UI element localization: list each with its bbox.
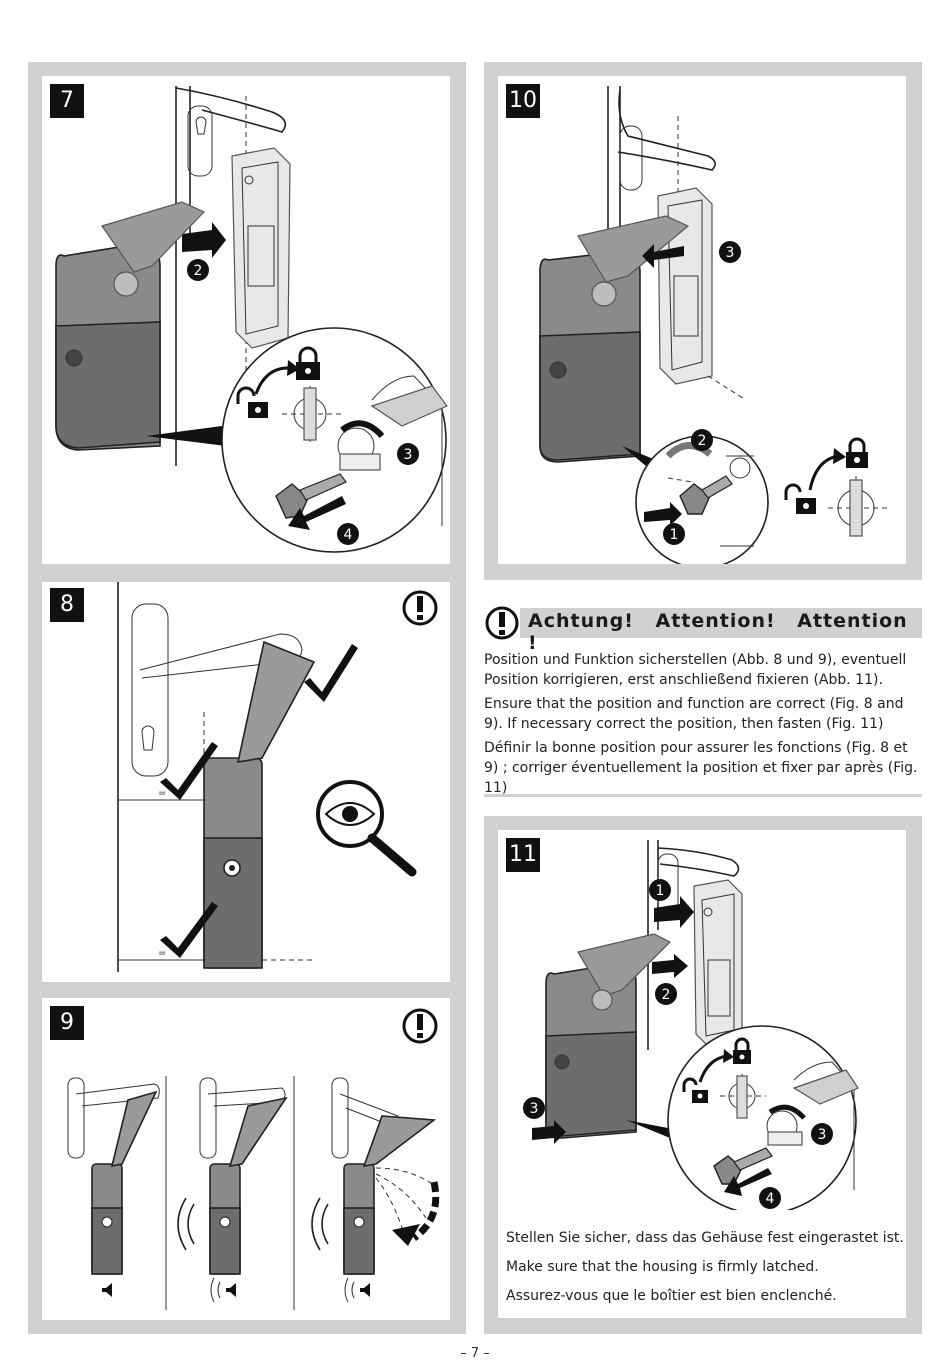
fig8-equal-mark-bottom: = <box>158 948 166 959</box>
svg-text:3: 3 <box>404 447 413 463</box>
fig9-speaker-icon <box>102 1283 112 1297</box>
caption-fr: Assurez-vous que le boîtier est bien enc… <box>506 1288 837 1304</box>
svg-text:3: 3 <box>530 1101 539 1117</box>
fig11-padlock-open-icon <box>682 1077 708 1103</box>
figure-10-number: 10 <box>506 84 540 118</box>
fig8-magnifier-eye-icon <box>316 780 417 877</box>
fig9-sound-wave-icon <box>177 1197 195 1251</box>
fig11-step-badge-3-right: 3 <box>811 1123 833 1145</box>
caption-de: Stellen Sie sicher, dass das Gehäuse fes… <box>506 1230 904 1246</box>
figure-10: 10 3 2 1 <box>498 76 906 564</box>
fig11-key-icon <box>713 1147 773 1185</box>
svg-text:2: 2 <box>194 263 203 279</box>
figure-7-number: 7 <box>50 84 84 118</box>
fig10-key-icon <box>679 475 733 515</box>
page-number: – 7 – <box>460 1346 490 1361</box>
svg-text:2: 2 <box>662 987 671 1003</box>
figure-7: 7 2 <box>42 76 450 564</box>
fig7-step-badge-2: 2 <box>187 259 209 281</box>
fig10-step-badge-3: 3 <box>719 241 741 263</box>
warning-paragraph-fr: Définir la bonne position pour assurer l… <box>484 740 918 796</box>
figure-8-illustration: = = <box>117 582 438 972</box>
fig10-step-badge-2: 2 <box>691 429 713 451</box>
fig11-step-badge-1: 1 <box>649 879 671 901</box>
warning-paragraph-en: Ensure that the position and function ar… <box>484 696 904 732</box>
fig10-padlock-locked-icon <box>846 437 868 468</box>
fig10-padlock-open-icon <box>784 483 816 514</box>
svg-text:1: 1 <box>656 883 665 899</box>
fig9-sound-wave-icon <box>311 1197 329 1251</box>
svg-text:4: 4 <box>344 527 353 543</box>
warning-icon <box>485 606 519 640</box>
fig9-warning-icon <box>402 1008 438 1044</box>
figure-9: 9 <box>42 998 450 1320</box>
caption-en: Make sure that the housing is firmly lat… <box>506 1259 819 1275</box>
warning-title: Achtung! Attention! Attention ! <box>528 610 908 654</box>
warning-heading: Achtung! Attention! Attention ! <box>484 606 922 654</box>
fig11-step-badge-4: 4 <box>759 1187 781 1209</box>
figure-7-illustration: 2 3 <box>55 86 448 553</box>
svg-text:1: 1 <box>670 527 679 543</box>
fig11-padlock-locked-icon <box>733 1037 751 1064</box>
section-divider <box>484 794 922 797</box>
fig8-warning-icon <box>402 590 438 626</box>
figure-8-number: 8 <box>50 588 84 622</box>
fig8-checkmark-icon <box>160 742 218 800</box>
figure-9-number: 9 <box>50 1006 84 1040</box>
svg-text:3: 3 <box>818 1127 827 1143</box>
figure-8: 8 = = <box>42 582 450 982</box>
figure-9-illustration <box>67 1008 440 1310</box>
warning-paragraph-de: Position und Funktion sicherstellen (Abb… <box>484 652 907 688</box>
warning-text: Position und Funktion sicherstellen (Abb… <box>484 650 924 802</box>
fig9-speaker-icon <box>360 1283 370 1297</box>
fig7-step-badge-4: 4 <box>337 523 359 545</box>
fig8-equal-mark-top: = <box>158 788 166 799</box>
figure-11-captions: Stellen Sie sicher, dass das Gehäuse fes… <box>506 1228 906 1315</box>
fig7-step-badge-3: 3 <box>397 443 419 465</box>
warning-title-bar <box>520 608 922 638</box>
figure-11-illustration: 1 2 3 <box>523 840 859 1210</box>
figure-10-illustration: 3 2 1 <box>539 86 890 564</box>
fig7-padlock-open-icon <box>236 386 268 418</box>
fig10-step-badge-1: 1 <box>663 523 685 545</box>
fig11-step-badge-2: 2 <box>655 983 677 1005</box>
fig9-speaker-icon <box>226 1283 236 1297</box>
fig7-padlock-locked-icon <box>296 346 320 380</box>
figure-11-number: 11 <box>506 838 540 872</box>
fig8-checkmark-icon <box>304 644 358 702</box>
svg-text:3: 3 <box>726 245 735 261</box>
fig8-checkmark-icon <box>160 902 218 958</box>
svg-text:4: 4 <box>766 1191 775 1207</box>
figure-11: 11 1 2 3 <box>498 830 906 1318</box>
fig11-step-badge-3-left: 3 <box>523 1097 545 1119</box>
svg-text:2: 2 <box>698 433 707 449</box>
